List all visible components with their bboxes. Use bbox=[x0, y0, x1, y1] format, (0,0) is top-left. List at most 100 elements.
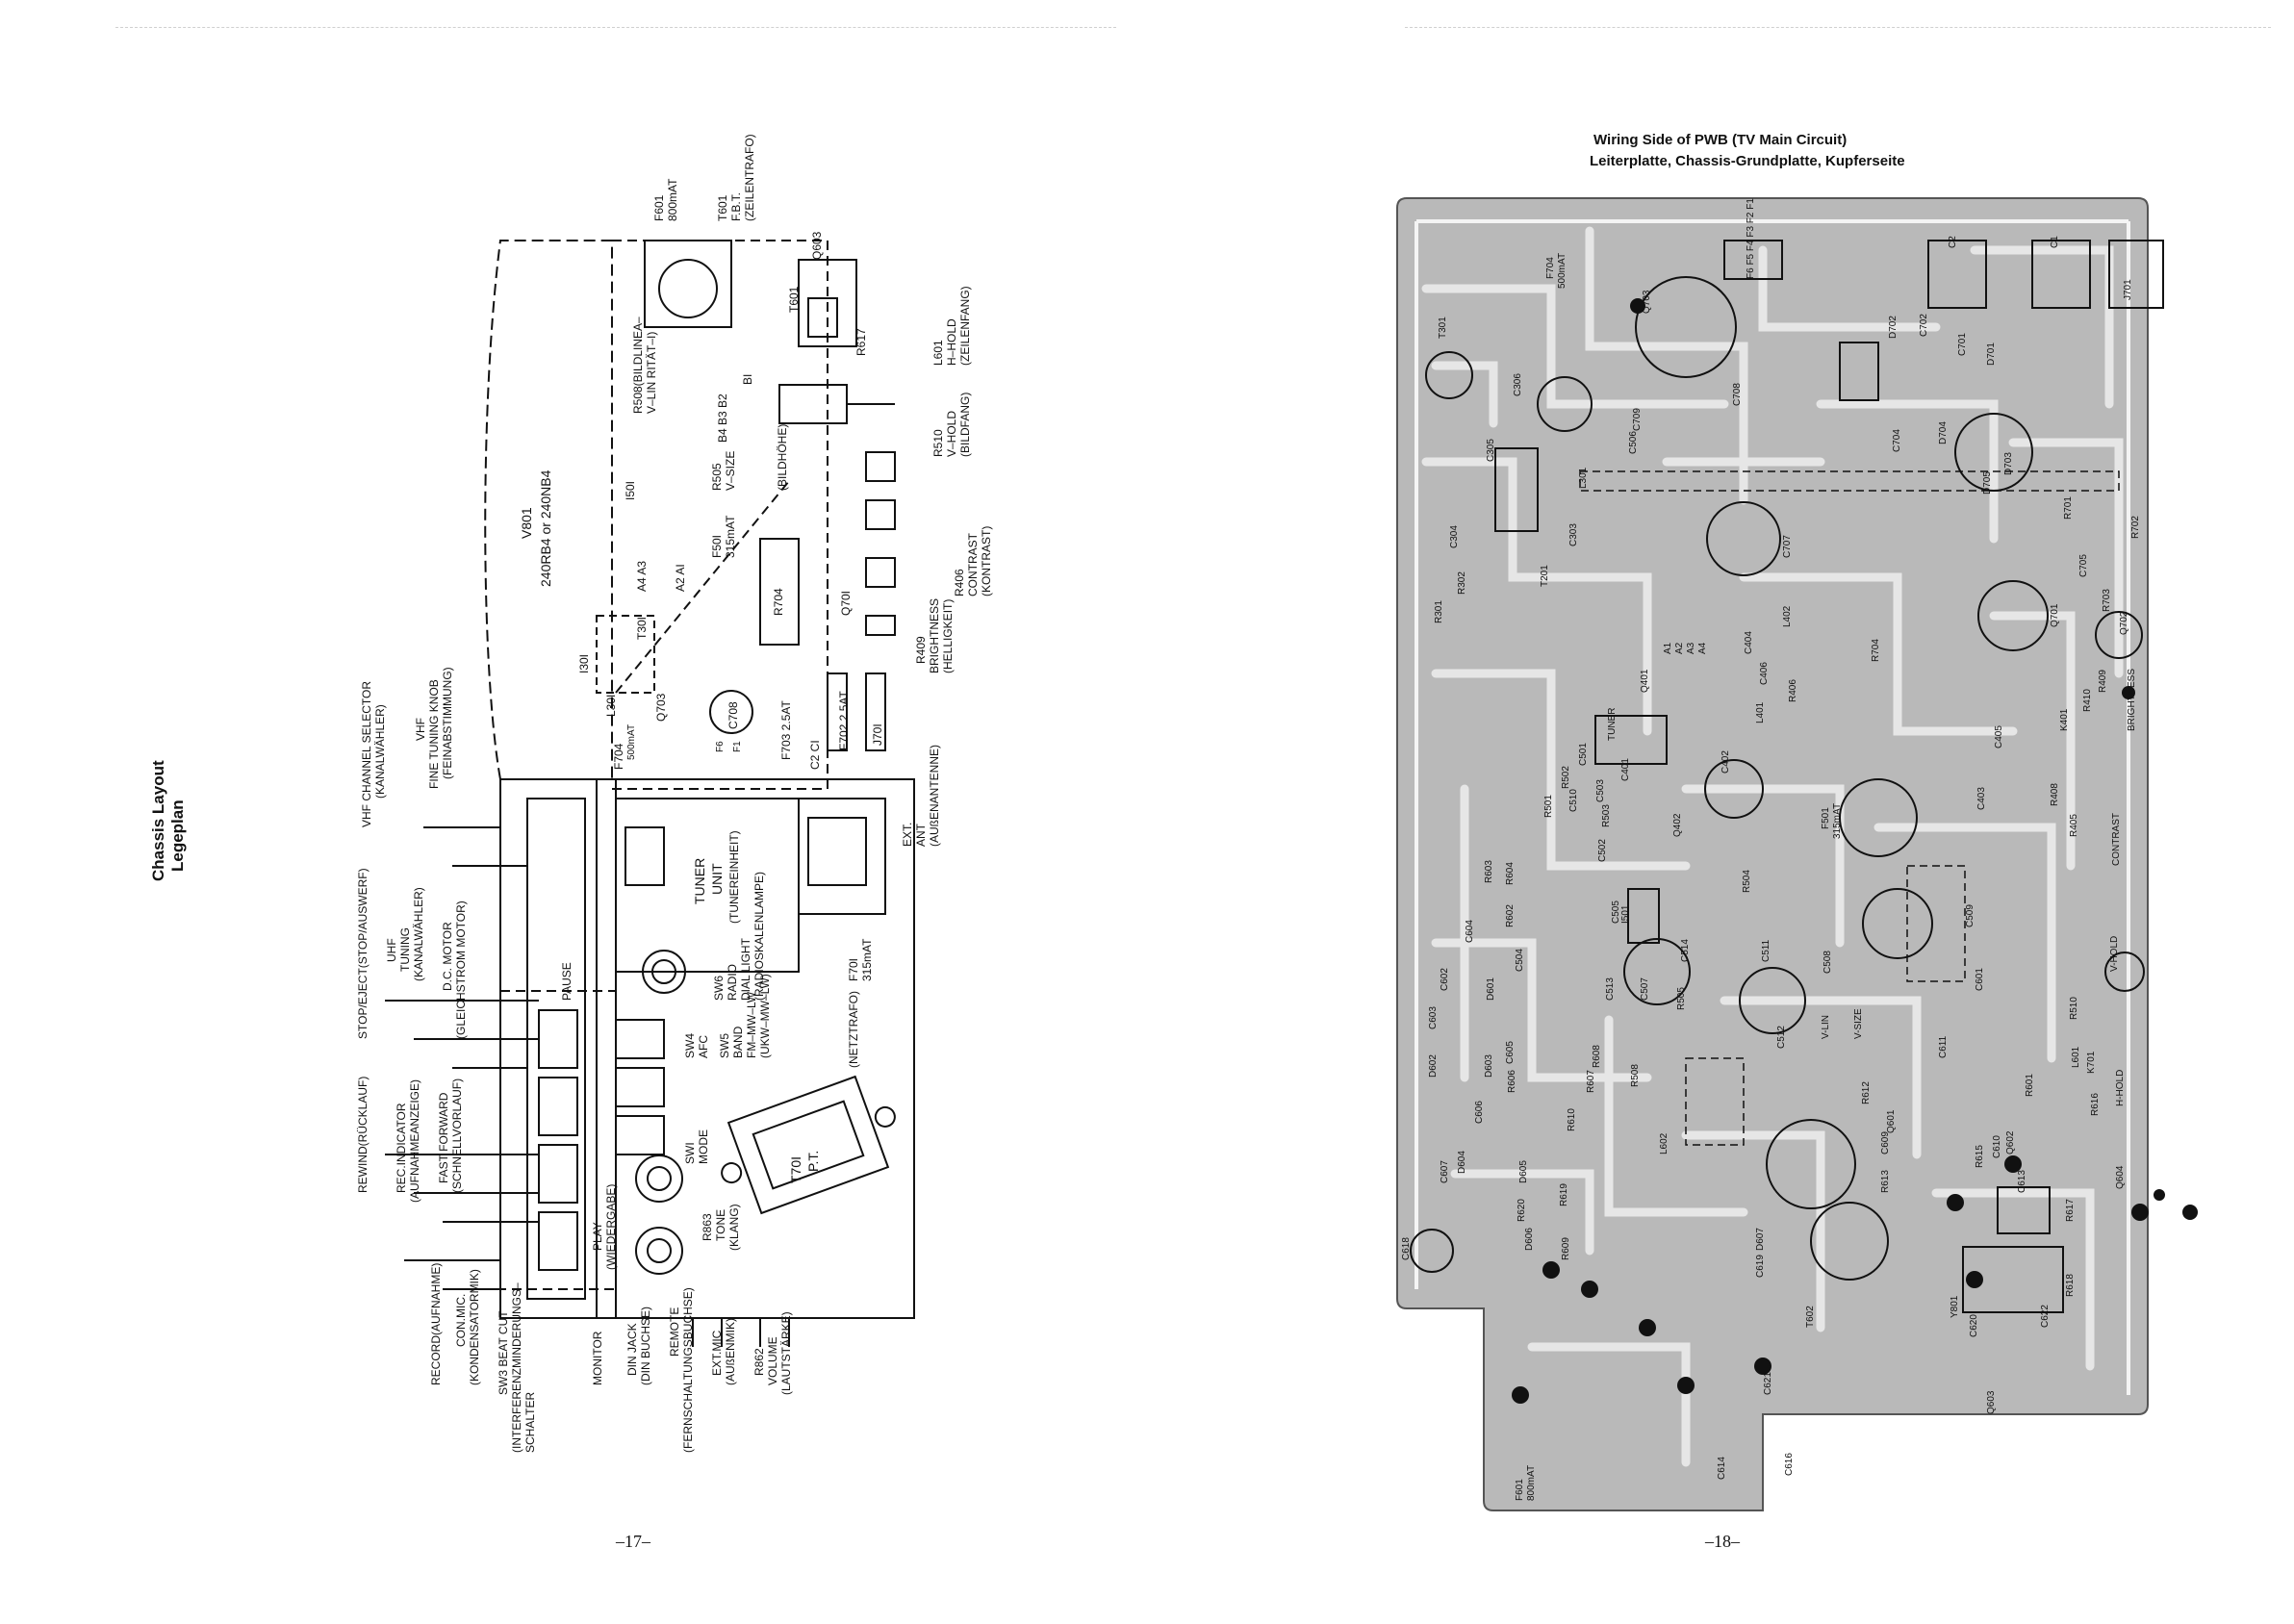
label-pt: P.T. bbox=[805, 1150, 821, 1172]
label-v801-types: 240RB4 or 240NB4 bbox=[538, 469, 553, 587]
label-bildfang: (BILDFANG) bbox=[958, 392, 972, 457]
label-t601: T601 bbox=[716, 194, 729, 221]
c708-cap bbox=[709, 690, 753, 734]
pcb-j701: J701 bbox=[2123, 279, 2133, 300]
label-f701-rating: 315mAT bbox=[860, 938, 874, 981]
label-schalter: SCHALTER bbox=[523, 1391, 537, 1453]
pcb-r702: R702 bbox=[2130, 516, 2141, 539]
label-r704: R704 bbox=[772, 588, 785, 616]
pcb-d601: D601 bbox=[1486, 977, 1496, 1001]
pcb-c707: C707 bbox=[1782, 535, 1793, 558]
label-afc: AFC bbox=[697, 1035, 710, 1058]
label-r508: R508(BILDLINEA– bbox=[631, 317, 645, 414]
label-lautstarke: (LAUTSTÄRKE) bbox=[779, 1311, 793, 1395]
pcb-r617: R617 bbox=[2065, 1199, 2076, 1222]
label-t701: T70I bbox=[788, 1155, 803, 1183]
pcb-c620: C620 bbox=[1969, 1314, 1979, 1337]
pcb-r620: R620 bbox=[1517, 1199, 1527, 1222]
pcb-c614: C614 bbox=[1717, 1457, 1727, 1480]
label-pause: PAUSE bbox=[560, 962, 574, 1001]
pcb-r406: R406 bbox=[1788, 679, 1798, 702]
label-fbt: F.B.T. bbox=[729, 191, 743, 221]
pcb-r610: R610 bbox=[1567, 1108, 1577, 1131]
pcb-f1f6: F6 F5 F4 F3 F2 F1 bbox=[1746, 198, 1756, 279]
label-b4b3b2: B4 B3 B2 bbox=[716, 393, 729, 443]
pcb-c616: C616 bbox=[1784, 1453, 1795, 1476]
pcb-r508: R508 bbox=[1630, 1064, 1641, 1087]
pcb-h-hold: H-HOLD bbox=[2115, 1070, 2126, 1106]
r704-box bbox=[759, 538, 800, 646]
label-i301: I30I bbox=[577, 653, 591, 673]
label-fine-tuning: FINE TUNING KNOB bbox=[427, 679, 441, 789]
pcb-c1: C1 bbox=[2050, 236, 2060, 248]
pcb-r607: R607 bbox=[1586, 1070, 1596, 1093]
label-f501-rating: 315mAT bbox=[724, 515, 737, 558]
pcb-r603: R603 bbox=[1484, 860, 1494, 883]
label-interferenz: (INTERFERENZMINDERUNGS– bbox=[510, 1282, 523, 1453]
pcb-r504: R504 bbox=[1742, 870, 1752, 893]
label-kanalwahler2: (KANALWÄHLER) bbox=[412, 887, 425, 981]
label-monitor: MONITOR bbox=[591, 1331, 604, 1385]
label-c708: C708 bbox=[726, 701, 740, 729]
pcb-r601: R601 bbox=[2025, 1074, 2035, 1097]
pcb-l402: L402 bbox=[1782, 605, 1793, 627]
label-t301: T30I bbox=[635, 616, 649, 640]
label-r510: R510 bbox=[931, 429, 945, 457]
pcb-c622: C622 bbox=[2040, 1305, 2051, 1328]
power-transformer bbox=[721, 1075, 896, 1215]
label-r863: R863 bbox=[701, 1213, 714, 1241]
pcb-r608: R608 bbox=[1592, 1045, 1602, 1068]
label-r862: R862 bbox=[752, 1348, 766, 1376]
label-radio: RADIO bbox=[726, 963, 739, 1001]
label-volume: VOLUME bbox=[766, 1336, 779, 1385]
label-v-hold: V–HOLD bbox=[945, 410, 958, 457]
pcb-c605: C605 bbox=[1505, 1041, 1516, 1064]
pcb-c508: C508 bbox=[1822, 951, 1833, 974]
pcb-c403: C403 bbox=[1976, 787, 1987, 810]
crt-outline bbox=[484, 240, 613, 780]
pcb-d705: D705 bbox=[1982, 471, 1993, 495]
label-r508b: V–LIN RITÄT–I) bbox=[645, 331, 658, 414]
pcb-c701: C701 bbox=[1957, 333, 1968, 356]
pcb-c611: C611 bbox=[1938, 1035, 1949, 1058]
pcb-r616: R616 bbox=[2090, 1093, 2101, 1116]
label-c2c1: C2 CI bbox=[808, 740, 822, 770]
pwb-title: Wiring Side of PWB (TV Main Circuit) bbox=[1593, 132, 1848, 148]
pcb-c610: C610 bbox=[1992, 1135, 2002, 1158]
pcb-c304: C304 bbox=[1449, 525, 1460, 548]
label-gleichstrom: (GLEICHSTROM MOTOR) bbox=[454, 901, 468, 1039]
pcb-k701: K701 bbox=[2086, 1051, 2097, 1074]
pcb-f601-rating: 800mAT bbox=[1526, 1465, 1537, 1501]
pcb-d607: D607 bbox=[1755, 1228, 1766, 1251]
pcb-v-hold: V-HOLD bbox=[2109, 936, 2120, 972]
pcb-d606: D606 bbox=[1524, 1228, 1535, 1251]
fbt-box bbox=[644, 240, 732, 328]
pcb-r408: R408 bbox=[2050, 783, 2060, 806]
label-din-buchse: (DIN BUCHSE) bbox=[639, 1306, 652, 1385]
label-v801: V801 bbox=[519, 507, 534, 539]
label-q701: Q70I bbox=[839, 590, 853, 616]
label-aussenantenne: (AUßENANTENNE) bbox=[928, 744, 941, 847]
tone-knob bbox=[635, 1155, 683, 1203]
pcb-f704-rating: 500mAT bbox=[1557, 253, 1568, 289]
pcb-r701: R701 bbox=[2063, 496, 2074, 520]
label-play: PLAY bbox=[591, 1222, 604, 1251]
pcb-d701: D701 bbox=[1986, 343, 1997, 366]
pcb-c619: C619 bbox=[1755, 1255, 1766, 1278]
pcb-q703: Q703 bbox=[1642, 290, 1652, 314]
label-f701: F70I bbox=[847, 957, 860, 981]
label-ext-ant: EXT. bbox=[901, 822, 914, 847]
pcb-r613: R613 bbox=[1880, 1170, 1891, 1193]
label-r406: R406 bbox=[953, 569, 966, 596]
pcb-r301: R301 bbox=[1434, 600, 1444, 623]
label-tuner-unit: TUNER bbox=[692, 857, 707, 904]
label-kanalwahler1: (KANALWÄHLER) bbox=[373, 704, 387, 799]
pcb-c613: C613 bbox=[2017, 1170, 2027, 1193]
label-uhf: UHF bbox=[385, 938, 398, 962]
label-h-hold: H–HOLD bbox=[945, 318, 958, 366]
label-helligkeit: (HELLIGKEIT) bbox=[941, 598, 955, 673]
pcb-c503: C503 bbox=[1595, 779, 1606, 802]
pcb-r619: R619 bbox=[1559, 1183, 1569, 1206]
pcb-q401: Q401 bbox=[1640, 669, 1650, 693]
pcb-a1: A1 bbox=[1663, 642, 1673, 654]
